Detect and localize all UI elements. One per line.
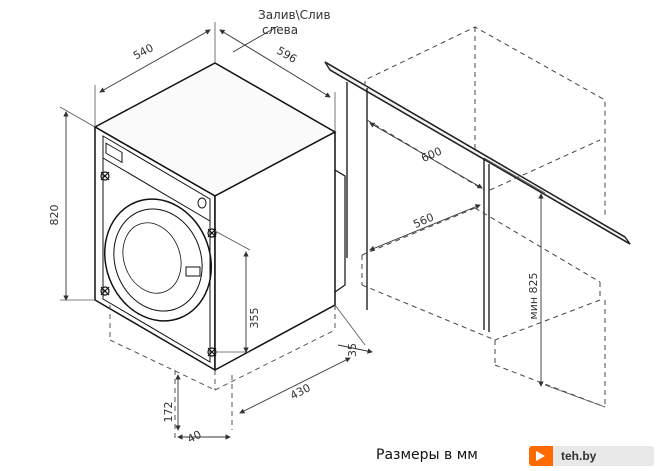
label-355: 355: [248, 308, 261, 329]
dim-line-430: [239, 357, 351, 414]
label-600: 600: [419, 145, 443, 165]
dim-line-596: [219, 29, 331, 98]
annotation-line-1: Залив\Слив: [258, 8, 331, 22]
label-540: 540: [131, 41, 156, 62]
drum-door: [103, 198, 213, 322]
mounting-bolts: [100, 171, 217, 357]
dim-line-560: [369, 204, 481, 251]
dim-line-540: [99, 29, 211, 93]
dimension-lines: [63, 25, 544, 440]
label-430: 430: [288, 381, 313, 402]
extension-lines: [59, 22, 606, 408]
label-172: 172: [162, 402, 175, 423]
dim-line-35: [337, 344, 373, 354]
kitchen-cabinet: [324, 61, 631, 332]
dim-line-600: [369, 122, 483, 189]
label-40: 40: [185, 428, 203, 446]
logo-text: teh.by: [561, 449, 597, 463]
label-35: 35: [346, 343, 359, 357]
play-icon: [529, 446, 553, 466]
annotation-line-2: слева: [262, 23, 298, 37]
leader-line: [232, 25, 279, 53]
site-logo: teh.by: [529, 446, 654, 466]
washing-machine: [93, 62, 346, 372]
label-825: мин 825: [527, 272, 540, 319]
label-820: 820: [48, 205, 61, 226]
label-596: 596: [274, 44, 299, 66]
units-caption: Размеры в мм: [376, 447, 478, 463]
